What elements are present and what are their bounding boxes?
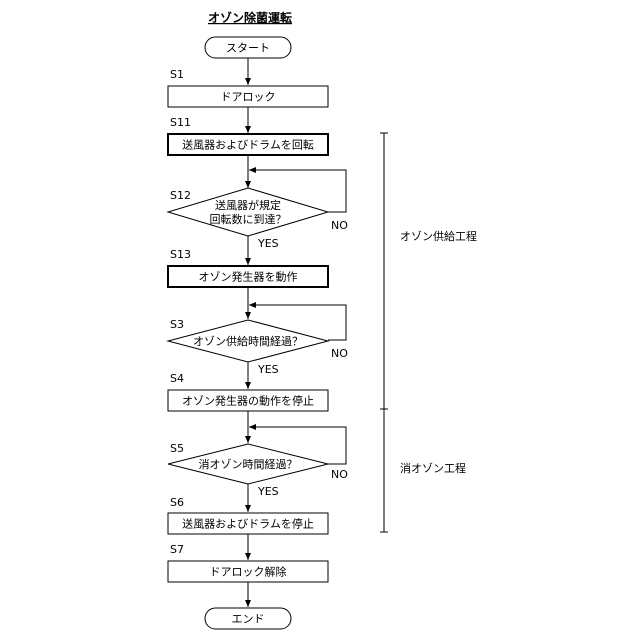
step-id-s7: S7: [170, 543, 184, 556]
decision-s12-line1: 送風器が規定: [215, 198, 281, 212]
process-s1-label: ドアロック: [221, 91, 276, 104]
yes-label-s12: YES: [257, 237, 279, 250]
step-id-s3: S3: [170, 318, 184, 331]
diagram-title: オゾン除菌運転: [208, 10, 292, 25]
process-s6-label: 送風器およびドラムを停止: [182, 517, 314, 531]
step-id-s6: S6: [170, 496, 184, 509]
decision-s12-line2: 回転数に到達？: [210, 213, 287, 226]
process-s13-label: オゾン発生器を動作: [199, 270, 298, 284]
process-s4-label: オゾン発生器の動作を停止: [182, 394, 314, 408]
no-label-s5: NO: [331, 468, 348, 481]
step-id-s4: S4: [170, 372, 184, 385]
process-s7-label: ドアロック解除: [210, 565, 287, 579]
end-label: エンド: [232, 613, 265, 626]
phase-erase-label: 消オゾン工程: [400, 461, 466, 475]
decision-s12: [168, 188, 328, 236]
decision-s5-label: 消オゾン時間経過？: [199, 457, 298, 471]
phase-supply-label: オゾン供給工程: [400, 229, 477, 243]
step-id-s12: S12: [170, 189, 191, 202]
step-id-s13: S13: [170, 248, 191, 261]
no-label-s12: NO: [331, 219, 348, 232]
step-id-s5: S5: [170, 442, 184, 455]
no-label-s3: NO: [331, 347, 348, 360]
start-label: スタート: [226, 42, 270, 55]
decision-s3-label: オゾン供給時間経過？: [193, 334, 303, 348]
yes-label-s5: YES: [257, 485, 279, 498]
yes-label-s3: YES: [257, 363, 279, 376]
process-s11-label: 送風器およびドラムを回転: [182, 138, 314, 152]
step-id-s11: S11: [170, 116, 191, 129]
step-id-s1: S1: [170, 68, 184, 81]
